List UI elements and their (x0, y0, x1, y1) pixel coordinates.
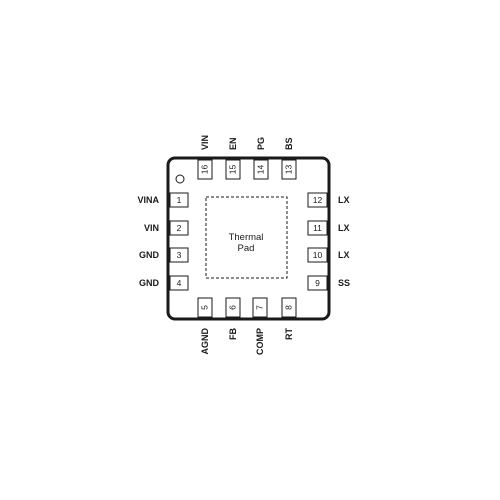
pin-14-number: 14 (255, 165, 265, 175)
pin-10-pad (307, 247, 328, 263)
pin-4-pad (169, 275, 189, 291)
pin-7-number: 7 (254, 305, 264, 310)
thermal-pad-label-line2: Pad (238, 243, 255, 254)
pin-11-label: LX (338, 223, 350, 233)
pin-6-pad (225, 297, 241, 318)
pin-2-label: VIN (144, 223, 159, 233)
pin-12-pad (307, 192, 328, 208)
pin-1-number: 1 (177, 195, 182, 205)
pin-16-label: VIN (200, 135, 210, 150)
pin-12-number: 12 (313, 195, 323, 205)
thermal-pad-label-line1: Thermal (229, 232, 264, 243)
pin-13-pad (281, 159, 297, 180)
pin-11-pad (307, 220, 328, 236)
pin-6-number: 6 (227, 305, 237, 310)
pin-9-label: SS (338, 278, 350, 288)
pin-5-label: AGND (200, 328, 210, 355)
pin-12-label: LX (338, 195, 350, 205)
thermal-pad (205, 196, 288, 279)
pin-16-pad (197, 159, 213, 180)
pin-15-label: EN (228, 137, 238, 150)
pin-13-label: BS (284, 137, 294, 150)
pin-5-number: 5 (199, 305, 209, 310)
pin-9-pad (307, 275, 328, 291)
pin-10-label: LX (338, 250, 350, 260)
pin-8-pad (281, 297, 297, 318)
pin-3-number: 3 (177, 250, 182, 260)
pin-7-pad (252, 297, 268, 318)
pin-1-pad (169, 192, 189, 208)
pin-15-number: 15 (227, 165, 237, 175)
pin-4-label: GND (139, 278, 160, 288)
package-outline (166, 156, 331, 321)
pin-4-number: 4 (177, 278, 182, 288)
pin-3-label: GND (139, 250, 160, 260)
pin-13-number: 13 (283, 165, 293, 175)
pin-11-number: 11 (313, 223, 322, 233)
pin-1-label: VINA (137, 195, 159, 205)
pin-3-pad (169, 247, 189, 263)
pin-6-label: FB (228, 328, 238, 340)
pin-16-number: 16 (199, 165, 209, 175)
pin-5-pad (197, 297, 213, 318)
pin-8-label: RT (284, 328, 294, 340)
pin-14-label: PG (256, 137, 266, 150)
pin1-indicator-dot (175, 174, 185, 184)
pin-9-number: 9 (315, 278, 320, 288)
pin-14-pad (253, 159, 269, 180)
pin-10-number: 10 (313, 250, 323, 260)
pin-2-number: 2 (177, 223, 182, 233)
pin-8-number: 8 (283, 305, 293, 310)
pin-15-pad (225, 159, 241, 180)
pin-2-pad (169, 220, 189, 236)
pin-7-label: COMP (255, 328, 265, 355)
